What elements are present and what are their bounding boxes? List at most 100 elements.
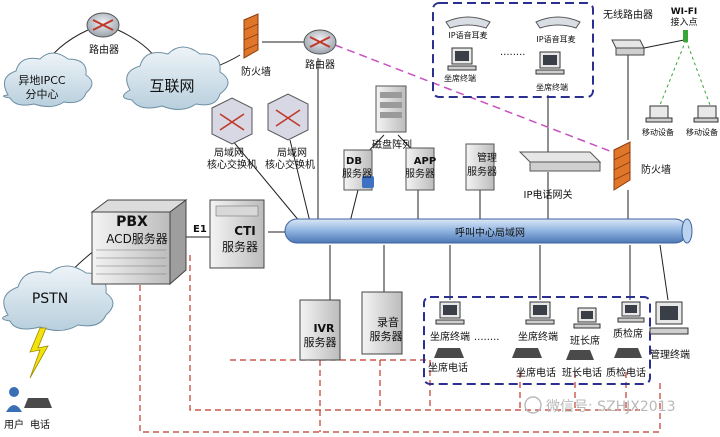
remote-terminal-1-label: 坐席终端 [444,73,476,83]
qc-seat-icon: 质检席 [613,301,645,340]
link-switch2-lan [289,139,311,223]
ip-gateway-icon: IP电话网关 [518,151,602,201]
cti-label-2: 服务器 [222,239,258,254]
user-label: 用户 [4,418,24,431]
main-router-label: 路由器 [305,58,335,71]
remote-ipcc-cloud: 异地IPCC 分中心 [3,52,93,108]
agent-terminal-2-icon: 坐席终端 [518,301,558,343]
pstn-label: PSTN [32,291,68,307]
recording-server-icon: 录音 服务器 [361,291,403,355]
disk-array-label: 磁盘阵列 [372,138,412,151]
mgmt-server-label-1: 管理 [477,151,497,164]
lightning-icon [29,327,49,379]
firewall-top-label: 防火墙 [241,65,271,78]
ip-headset-1-icon: IP语音耳麦 [445,16,491,40]
mgmt-terminal-icon: 管理终端 [649,301,690,361]
watermark-text: 微信号: SZHJX2013 [546,399,676,415]
ivr-server-icon: IVR 服务器 [299,299,341,361]
remote-router-icon: 路由器 [86,12,120,56]
rec-label-1: 录音 [377,315,399,329]
remote-terminal-1-icon: 坐席终端 [444,47,477,83]
mobile-device-1-label: 移动设备 [642,127,674,137]
firewall-right-icon: 防火墙 [613,141,671,191]
disk-array-icon: 磁盘阵列 [372,85,412,151]
ellipsis-local: ········ [474,335,499,346]
remote-agent-group-box [432,2,594,98]
qc-seat-label: 质检席 [613,327,643,340]
core-switch-1-label-2: 核心交换机 [207,158,257,171]
pbx-server-icon: PBX ACD服务器 [90,199,188,286]
link-lan-mgmt-terminal [659,244,669,301]
link-wireless-ap [643,39,685,49]
cti-server-icon: CTI 服务器 [209,199,265,269]
e1-label: E1 [193,224,207,235]
user-phone-icon: 电话 [24,398,52,431]
agent-phone-1-label: 坐席电话 [428,361,468,374]
mobile-device-1-icon: 移动设备 [642,105,674,137]
agent-phone-1-icon: 坐席电话 [428,348,468,374]
ip-headset-2-icon: IP语音耳麦 [535,16,581,44]
agent-terminal-1-label: 坐席终端 [430,330,470,343]
remote-router-label: 路由器 [89,43,119,56]
remote-ipcc-label-2: 分中心 [26,88,59,101]
lan-bus-label: 呼叫中心局域网 [455,226,525,239]
mobile-device-2-icon: 移动设备 [686,105,719,137]
wechat-icon [524,396,542,414]
agent-phone-2-icon: 坐席电话 [512,348,556,379]
dashed-link-router-firewall [334,44,621,156]
link-switch1-lan [231,139,301,223]
wireless-router-label: 无线路由器 [603,8,653,21]
leader-phone-label: 班长电话 [562,366,602,379]
ellipsis-remote: ········ [500,50,525,61]
ip-headset-1-label: IP语音耳麦 [448,30,487,40]
ip-headset-2-label: IP语音耳麦 [536,34,575,44]
pstn-cloud: PSTN [2,265,114,331]
wifi-links [659,39,711,106]
remote-terminal-2-icon: 坐席终端 [535,51,568,92]
qc-phone-icon: 质检电话 [606,348,646,379]
user-icon: 用户 [4,387,24,431]
remote-terminal-2-label: 坐席终端 [536,82,568,92]
mobile-device-2-label: 移动设备 [686,127,718,137]
mgmt-server-icon: 管理 服务器 [465,143,497,191]
pbx-label-2: ACD服务器 [106,231,168,246]
core-switch-2-label-1: 局域网 [277,146,307,159]
db-server-icon: DB 服务器 [342,149,374,191]
core-switch-2-label-2: 核心交换机 [265,158,315,171]
user-phone-label: 电话 [30,418,50,431]
leader-phone-icon: 班长电话 [562,350,602,379]
remote-ipcc-label-1: 异地IPCC [18,74,66,87]
pbx-label-1: PBX [116,214,148,230]
ivr-label-1: IVR [313,322,335,335]
firewall-right-label: 防火墙 [641,163,671,176]
db-server-label-2: 服务器 [342,167,372,180]
internet-cloud: 互联网 [123,46,229,110]
qc-phone-label: 质检电话 [606,366,646,379]
watermark: 微信号: SZHJX2013 [524,396,676,415]
mgmt-server-label-2: 服务器 [467,165,497,178]
local-agent-group-box [423,296,651,385]
wifi-label-1: WI-FI [671,7,698,17]
app-server-label-2: 服务器 [405,167,435,180]
main-router-icon: 路由器 [303,29,337,71]
agent-phone-2-label: 坐席电话 [516,366,556,379]
ip-gateway-label: IP电话网关 [524,188,573,201]
core-switch-1-label-1: 局域网 [214,146,244,159]
app-server-icon: APP 服务器 [405,147,436,191]
wireless-router-icon: 无线路由器 [603,8,653,56]
mgmt-terminal-label: 管理终端 [650,348,690,361]
leader-seat-label: 班长席 [570,334,600,347]
core-switch-2-icon: 局域网 核心交换机 [265,93,315,171]
cti-label-1: CTI [234,224,255,238]
firewall-top-icon: 防火墙 [241,13,271,78]
db-server-label-1: DB [346,156,362,167]
ivr-label-2: 服务器 [304,336,337,349]
wifi-ap-icon: WI-FI 接入点 [670,7,698,42]
lan-bus: 呼叫中心局域网 [284,218,693,244]
agent-terminal-1-icon: 坐席终端 [430,301,470,343]
leader-seat-icon: 班长席 [570,307,601,347]
core-switch-1-icon: 局域网 核心交换机 [207,97,257,171]
internet-label: 互联网 [149,77,194,95]
